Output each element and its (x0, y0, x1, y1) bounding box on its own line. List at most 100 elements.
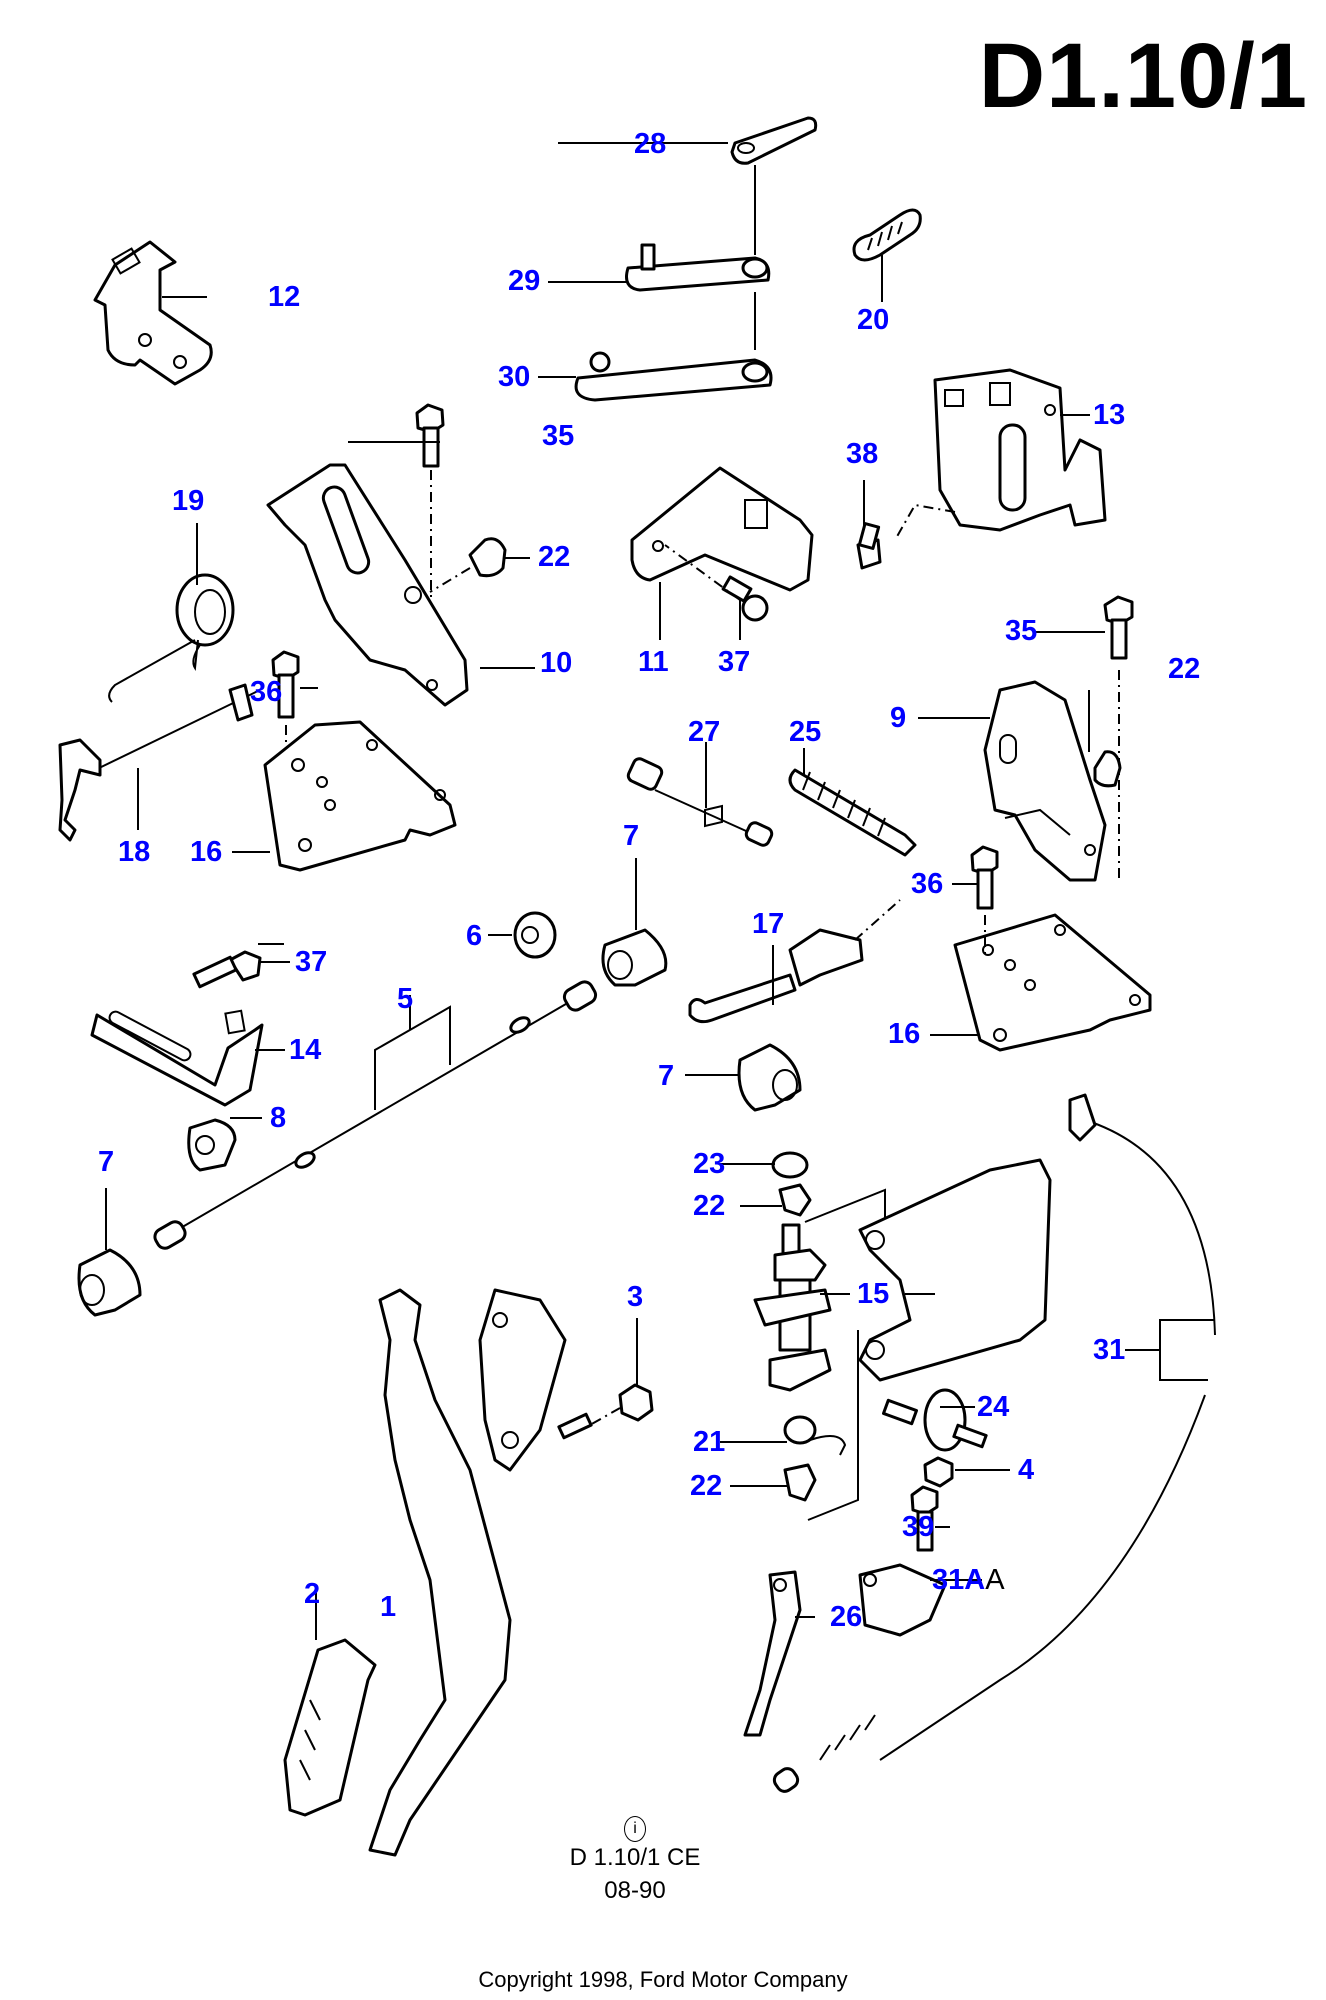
callout-6[interactable]: 6 (466, 920, 483, 952)
drawing-reference: D 1.10/1 CE (569, 1844, 701, 1872)
callout-3[interactable]: 3 (627, 1281, 644, 1313)
sheet-code-title: D1.10/1 (978, 25, 1308, 127)
part-8-bush-nut (187, 1117, 262, 1172)
part-4-nut (923, 1456, 1010, 1488)
callout-39[interactable]: 39 (902, 1511, 935, 1543)
callout-7-left[interactable]: 7 (98, 1146, 115, 1178)
callout-22-right[interactable]: 22 (1168, 653, 1201, 685)
part-37-flange-bolt (664, 544, 769, 640)
callout-22-upper[interactable]: 22 (538, 541, 571, 573)
part-5-cable (153, 980, 598, 1250)
part-6-grommet (488, 911, 557, 959)
part-22-clip-lower (730, 1330, 859, 1521)
part-9-pedal-bracket (983, 680, 1107, 882)
part-23-retainer (720, 1151, 809, 1179)
part-25-spring-rod (788, 748, 917, 857)
callout-22-clip-upper[interactable]: 22 (693, 1190, 726, 1222)
callout-7-center[interactable]: 7 (623, 820, 640, 852)
callout-36-right[interactable]: 36 (911, 868, 944, 900)
part-29-link-arm (625, 243, 771, 350)
callout-11[interactable]: 11 (638, 646, 669, 678)
part-19-torsion-spring (108, 523, 235, 703)
callout-2[interactable]: 2 (304, 1578, 321, 1610)
part-11-angle-bracket (630, 466, 814, 640)
part-3-nut (557, 1318, 654, 1440)
callout-17[interactable]: 17 (752, 908, 785, 940)
callout-19[interactable]: 19 (172, 485, 205, 517)
part-39-flange-bolt (910, 1485, 950, 1552)
part-14-cable-bracket (90, 1009, 285, 1107)
callout-10[interactable]: 10 (540, 647, 573, 679)
callout-12[interactable]: 12 (268, 281, 301, 313)
part-38-bolt (856, 480, 882, 570)
part-2-pedal-pad (283, 1590, 377, 1817)
callout-7-right[interactable]: 7 (658, 1060, 675, 1092)
callout-25[interactable]: 25 (789, 716, 822, 748)
callout-22-clip-lower[interactable]: 22 (690, 1470, 723, 1502)
callout-31[interactable]: 31 (1093, 1334, 1126, 1366)
part-22-nut-right (1088, 690, 1122, 788)
callout-35-right[interactable]: 35 (1005, 615, 1038, 647)
callout-15[interactable]: 15 (857, 1278, 890, 1310)
callout-1[interactable]: 1 (380, 1591, 397, 1623)
part-35-bolt-right (1103, 595, 1134, 880)
part-18-shaft-lever (58, 683, 261, 842)
callout-20[interactable]: 20 (857, 304, 890, 336)
callout-16-left[interactable]: 16 (190, 836, 223, 868)
part-36-bolt (271, 650, 300, 760)
part-31-release-cable (772, 1093, 1216, 1793)
part-15-pivot-assembly (753, 1158, 1052, 1392)
callout-29[interactable]: 29 (508, 265, 541, 297)
part-20-spring (852, 208, 922, 302)
callout-30[interactable]: 30 (498, 361, 531, 393)
part-10-pedal-bracket (266, 463, 535, 707)
part-16-base-plate (232, 720, 457, 872)
part-37-flange-bolt-left (192, 950, 290, 989)
part-30-link-arm (574, 351, 773, 402)
callout-28[interactable]: 28 (634, 128, 667, 160)
callout-37-left[interactable]: 37 (295, 946, 328, 978)
callout-24[interactable]: 24 (977, 1391, 1010, 1423)
part-27-rod-assembly (626, 742, 774, 847)
callout-4[interactable]: 4 (1018, 1454, 1035, 1486)
callout-5[interactable]: 5 (397, 983, 414, 1015)
drawing-reference-block: i D 1.10/1 CE 08-90 (565, 1810, 705, 1907)
callout-13[interactable]: 13 (1093, 399, 1126, 431)
part-36-bolt-right (952, 845, 999, 955)
callout-26[interactable]: 26 (830, 1601, 863, 1633)
callout-16-right[interactable]: 16 (888, 1018, 921, 1050)
part-16-base-plate-right (930, 913, 1152, 1052)
part-12-bracket (93, 240, 213, 386)
drawing-date: 08-90 (604, 1876, 666, 1904)
callout-8[interactable]: 8 (270, 1102, 287, 1134)
part-7-bush-right (685, 1043, 802, 1112)
callout-21[interactable]: 21 (693, 1426, 726, 1458)
callout-27[interactable]: 27 (688, 716, 721, 748)
part-13-mounting-bracket (894, 368, 1107, 541)
callout-31A-label: 31A (932, 1564, 986, 1596)
callout-23[interactable]: 23 (693, 1148, 726, 1180)
part-21-return-spring (720, 1415, 847, 1456)
callout-37-center[interactable]: 37 (718, 646, 751, 678)
callout-36-left[interactable]: 36 (250, 676, 283, 708)
callout-9[interactable]: 9 (890, 702, 907, 734)
part-35-bolt (415, 403, 445, 690)
part-24-stop-bolt (882, 1388, 988, 1452)
part-26-lever-handle (743, 1570, 815, 1737)
part-31A-cable-clip (858, 1563, 982, 1637)
callout-31A-suffix: A (985, 1564, 1005, 1596)
part-1-pedal-lever (368, 1288, 567, 1857)
part-22-nut (429, 537, 530, 593)
callout-38[interactable]: 38 (846, 438, 879, 470)
callout-18[interactable]: 18 (118, 836, 151, 868)
part-28-link-plate (730, 116, 818, 255)
callout-14[interactable]: 14 (289, 1034, 322, 1066)
callout-35-upper[interactable]: 35 (542, 420, 575, 452)
part-17-shaft-lever (688, 899, 901, 1024)
copyright-notice: Copyright 1998, Ford Motor Company (478, 1967, 848, 1992)
part-7-bush-center (601, 858, 668, 987)
info-icon: i (624, 1816, 646, 1842)
callout-31A[interactable]: 31AA (932, 1566, 1005, 1595)
part-22-clip-upper (740, 1183, 886, 1250)
